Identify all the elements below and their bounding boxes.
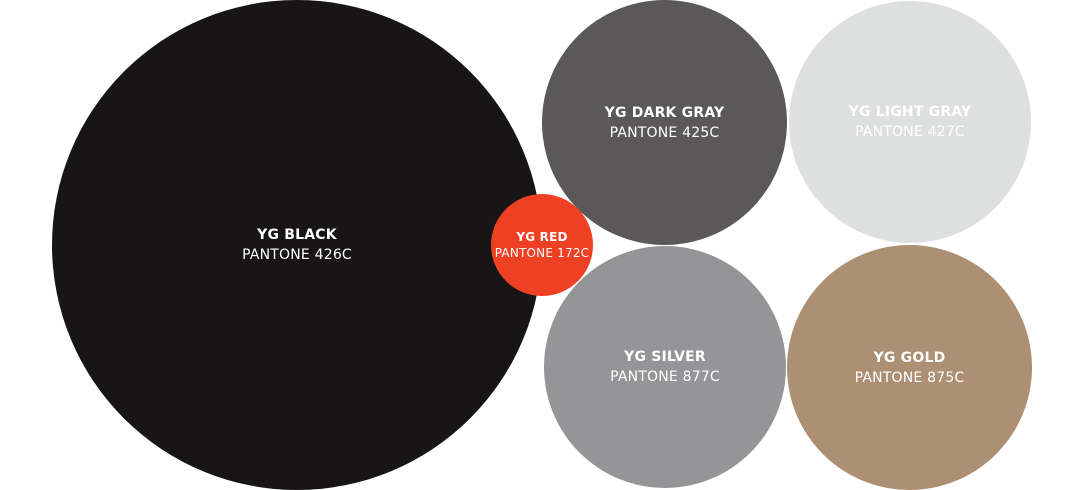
swatch-yg-gold: YG GOLD PANTONE 875C bbox=[787, 245, 1032, 490]
swatch-yg-black: YG BLACK PANTONE 426C bbox=[52, 0, 542, 490]
swatch-name: YG LIGHT GRAY bbox=[848, 104, 972, 120]
swatch-pantone-code: PANTONE 425C bbox=[609, 124, 720, 141]
swatch-name: YG GOLD bbox=[873, 349, 946, 366]
swatch-pantone-code: PANTONE 172C bbox=[494, 246, 590, 260]
swatch-pantone-code: PANTONE 877C bbox=[610, 369, 720, 385]
swatch-pantone-code: PANTONE 875C bbox=[854, 369, 965, 386]
swatch-name: YG RED bbox=[516, 230, 568, 244]
swatch-yg-red: YG RED PANTONE 172C bbox=[491, 194, 593, 296]
swatch-yg-dark-gray: YG DARK GRAY PANTONE 425C bbox=[542, 0, 787, 245]
swatch-pantone-code: PANTONE 427C bbox=[855, 124, 965, 140]
swatch-yg-light-gray: YG LIGHT GRAY PANTONE 427C bbox=[789, 1, 1031, 243]
swatch-yg-silver: YG SILVER PANTONE 877C bbox=[544, 246, 786, 488]
swatch-name: YG BLACK bbox=[257, 227, 337, 243]
swatch-name: YG SILVER bbox=[624, 349, 706, 365]
swatch-pantone-code: PANTONE 426C bbox=[242, 247, 352, 263]
swatch-name: YG DARK GRAY bbox=[604, 104, 725, 121]
